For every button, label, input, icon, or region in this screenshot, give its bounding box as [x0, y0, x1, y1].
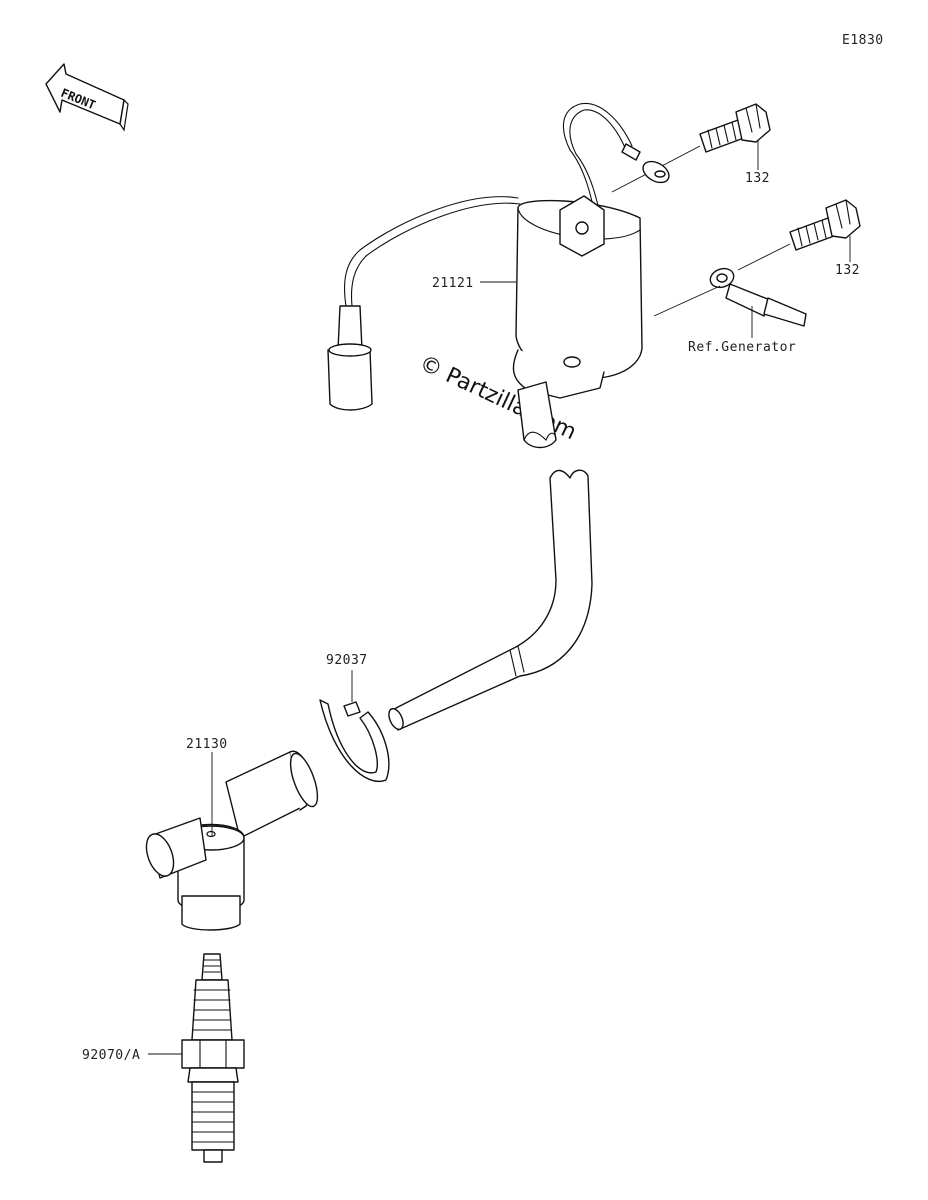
generator-ground-wire: [653, 267, 807, 327]
diagram-code: E1830: [842, 33, 884, 48]
callout-21130: 21130: [186, 737, 228, 752]
spark-plug-92070a: [181, 953, 245, 1163]
bolt-132-lower: [789, 199, 861, 251]
plug-cap-21130: [145, 750, 319, 931]
clamp-92037: [319, 699, 390, 782]
callout-132-upper: 132: [745, 171, 770, 186]
ht-lead-upper: [517, 381, 557, 449]
callout-92070a: 92070/A: [82, 1048, 140, 1063]
callout-21121: 21121: [432, 276, 474, 291]
bolt-132-upper: [699, 103, 771, 153]
ht-lead-lower: [388, 469, 593, 731]
callout-ref-generator: Ref.Generator: [688, 340, 796, 355]
callout-92037: 92037: [326, 653, 368, 668]
front-arrow-icon: FRONT: [45, 63, 129, 132]
callout-132-lower: 132: [835, 263, 860, 278]
ignition-coil-21121: [327, 102, 670, 411]
